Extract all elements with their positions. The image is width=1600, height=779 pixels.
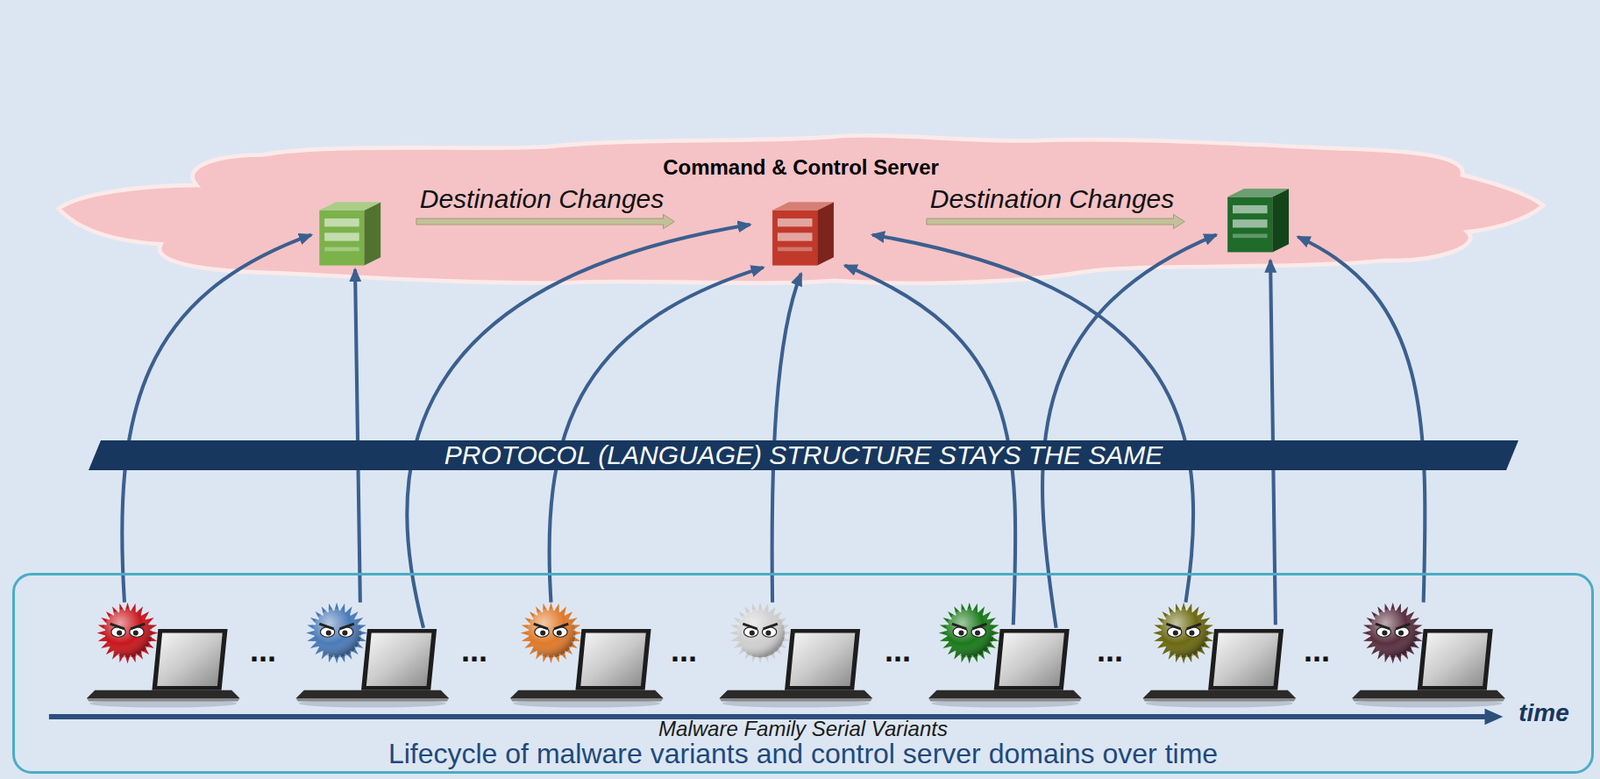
lifecycle-box: Lifecycle of malware variants and contro… [12,572,1594,774]
server-icon [1227,188,1289,252]
band-fill [88,440,1519,470]
cloud-fill [58,135,1544,284]
connection-arrows [121,224,1425,628]
malware-icon [305,602,368,664]
malware-icon [938,602,1001,664]
label-holder: ... [249,634,277,667]
ellipsis-mark: ... [1096,634,1124,667]
time-arrowhead [1484,708,1503,726]
label-holder: Malware Family Serial Variants [658,717,948,740]
connection-arrow [772,273,802,603]
connection-arrow [549,267,764,603]
label-holder: Destination Changes [419,184,665,214]
malware-icon [1152,602,1215,664]
label-holder: ... [670,634,697,667]
label-holder: ... [884,634,911,667]
connection-arrow [355,269,361,602]
ellipsis-mark: ... [884,634,911,667]
node-text: Command & Control Server [662,155,939,180]
malware-icon [729,602,791,664]
malware-icon [1362,602,1424,664]
server-icon [772,201,834,265]
change-arrow [416,213,675,228]
protocol-band: PROTOCOL (LANGUAGE) STRUCTURE STAYS THE … [88,440,1519,470]
label-holder: time [1518,698,1570,727]
label-holder: ... [1303,634,1330,667]
malware-icon [520,602,583,664]
axis-label: time [1518,698,1570,727]
ellipsis-mark: ... [1303,634,1330,667]
ellipsis-mark: ... [670,634,697,667]
ellipsis-mark: ... [249,634,277,667]
label-holder: Destination Changes [930,184,1175,214]
malware-icon [97,602,159,664]
connection-arrow [1297,236,1425,603]
connection-arrow [872,234,1194,603]
ellipsis-mark: ... [461,634,488,667]
node-text: PROTOCOL (LANGUAGE) STRUCTURE STAYS THE … [444,440,1164,470]
node-text: Lifecycle of malware variants and contro… [388,737,1218,769]
destination-label: Destination Changes [930,184,1175,214]
destination-label: Destination Changes [419,184,665,214]
connection-arrow [406,224,750,628]
change-arrow [926,213,1185,228]
connection-arrow [121,234,312,603]
label-holder: ... [1096,634,1124,667]
label-holder: ... [461,634,488,667]
axis-caption: Malware Family Serial Variants [658,717,948,740]
server-icon [319,201,381,265]
